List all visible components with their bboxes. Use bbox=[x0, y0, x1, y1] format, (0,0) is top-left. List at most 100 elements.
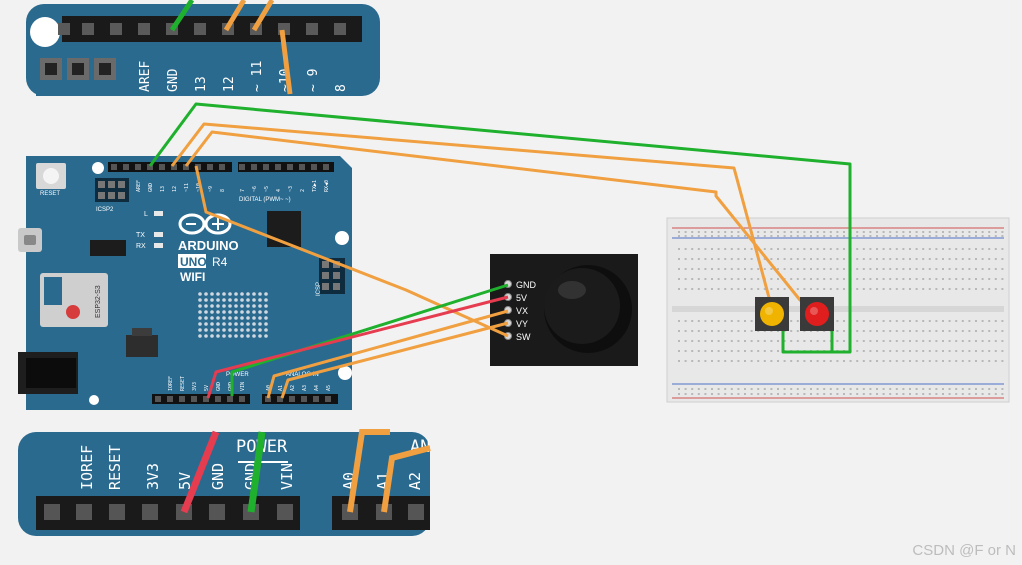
zoom-bottom-pin-label: 5V bbox=[176, 472, 194, 490]
top-pin-label: 7 bbox=[240, 189, 246, 192]
zoom-bottom-pin-label: GND bbox=[209, 463, 227, 490]
bottom-pin-label: A4 bbox=[314, 385, 320, 391]
zoom-header-hole bbox=[76, 504, 92, 520]
zoom-bottom-pin-label: 3V3 bbox=[144, 463, 162, 490]
power-header-label: POWER bbox=[226, 372, 249, 378]
header-hole bbox=[219, 164, 225, 170]
led-tx-label: TX bbox=[136, 232, 145, 239]
header-hole bbox=[167, 396, 173, 402]
joystick-5v-wire bbox=[206, 295, 509, 399]
zoom-header-hole bbox=[58, 23, 70, 35]
bottom-pin-label: 5V bbox=[204, 385, 210, 391]
zoom-pin-label: 12 bbox=[222, 76, 237, 92]
mounting-hole bbox=[30, 17, 60, 47]
zoom-header-hole bbox=[44, 504, 60, 520]
zoom-header-hole bbox=[408, 504, 424, 520]
regulator bbox=[126, 335, 158, 357]
led-l-label: L bbox=[144, 211, 148, 218]
header-hole bbox=[263, 164, 269, 170]
zoom-pin-label: AREF bbox=[138, 61, 153, 92]
zoom-green-wire bbox=[169, 0, 195, 32]
zoom-header-hole bbox=[194, 23, 206, 35]
zoom-header-hole bbox=[334, 23, 346, 35]
zoom-orange-wire-11 bbox=[251, 0, 275, 32]
zoom-orange-wire-12 bbox=[223, 0, 247, 32]
zoom-bottom-pin-label: A2 bbox=[406, 472, 424, 490]
icsp-label: ICSP bbox=[316, 282, 322, 296]
zoom-header-hole bbox=[110, 23, 122, 35]
header-hole bbox=[289, 396, 295, 402]
header-hole bbox=[179, 396, 185, 402]
zoom-header-hole bbox=[306, 23, 318, 35]
icsp2-label: ICSP2 bbox=[96, 207, 114, 213]
module-label: ESP32-S3 bbox=[95, 285, 102, 318]
esp32-module: ESP32-S3 bbox=[40, 273, 108, 327]
top-pin-label: AREF bbox=[136, 180, 142, 192]
bottom-pin-label: RESET bbox=[180, 376, 186, 391]
bottom-pin-label: A5 bbox=[326, 385, 332, 391]
header-hole bbox=[265, 396, 271, 402]
mounting-hole bbox=[89, 395, 99, 405]
zoom-bottom-pin-label: VIN bbox=[278, 463, 296, 490]
zoom-pin-label: ~ 11 bbox=[250, 61, 265, 92]
joystick-pin-label: VY bbox=[516, 319, 528, 329]
header-hole bbox=[239, 164, 245, 170]
top-pin-label: ~10 bbox=[196, 183, 202, 192]
header-hole bbox=[275, 164, 281, 170]
zoom-pin-label: ~ 9 bbox=[306, 69, 321, 92]
zoom-header-hole bbox=[277, 504, 293, 520]
header-hole bbox=[325, 396, 331, 402]
zoom-header-hole bbox=[82, 23, 94, 35]
zoom-pin-label: GND bbox=[166, 68, 181, 92]
digital-label: DIGITAL (PWM~ ~) bbox=[239, 197, 291, 203]
reset-label: RESET bbox=[40, 191, 60, 197]
model-uno-label: UNO bbox=[180, 255, 207, 269]
yellow-button[interactable] bbox=[755, 297, 789, 331]
joystick-pin-label: SW bbox=[516, 332, 531, 342]
top-pin-label: 4 bbox=[276, 189, 282, 192]
bottom-pin-label: IOREF bbox=[168, 376, 174, 391]
mounting-hole bbox=[338, 366, 352, 380]
joystick-pin-label: VX bbox=[516, 306, 528, 316]
watermark: CSDN @F or N bbox=[912, 542, 1016, 559]
header-hole bbox=[183, 164, 189, 170]
header-hole bbox=[313, 396, 319, 402]
vy-wire bbox=[280, 321, 509, 399]
zoom-bottom-pin-label: IOREF bbox=[78, 445, 96, 490]
header-hole bbox=[191, 396, 197, 402]
breadboard bbox=[666, 217, 1010, 403]
header-hole bbox=[215, 396, 221, 402]
zoom-orange-wire-10 bbox=[279, 29, 293, 95]
bottom-pin-label: GND bbox=[216, 382, 222, 391]
chip bbox=[90, 240, 126, 256]
zoom-a1-wire bbox=[381, 445, 431, 513]
zoom-pin-label: 8 bbox=[334, 84, 349, 92]
header-hole bbox=[203, 396, 209, 402]
header-hole bbox=[301, 396, 307, 402]
mounting-hole bbox=[92, 162, 104, 174]
top-pin-label: ~3 bbox=[288, 186, 294, 192]
header-hole bbox=[227, 396, 233, 402]
top-pin-label: GND bbox=[148, 183, 154, 192]
icsp-zoom-header bbox=[36, 52, 122, 96]
wires bbox=[148, 102, 852, 399]
top-pin-label: 12 bbox=[172, 186, 178, 192]
top-pin-label: RX◀0 bbox=[324, 180, 330, 192]
header-hole bbox=[299, 164, 305, 170]
bottom-pin-label: 3V3 bbox=[192, 382, 198, 391]
red-button[interactable] bbox=[800, 297, 834, 331]
vx-wire bbox=[266, 309, 509, 399]
zoom-header-hole bbox=[138, 23, 150, 35]
top-pin-label: ~5 bbox=[264, 186, 270, 192]
zoom-header-hole bbox=[142, 504, 158, 520]
header-hole bbox=[287, 164, 293, 170]
bottom-pin-label: A3 bbox=[302, 385, 308, 391]
model-r4-label: R4 bbox=[212, 255, 228, 269]
zoom-header-hole bbox=[209, 504, 225, 520]
header-hole bbox=[195, 164, 201, 170]
top-pin-label: ~11 bbox=[184, 183, 190, 192]
